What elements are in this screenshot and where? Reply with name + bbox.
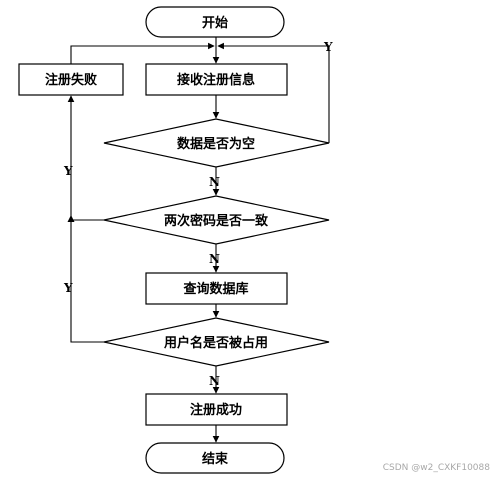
- check-password-diamond: [103, 195, 330, 245]
- end-terminator: [145, 442, 285, 474]
- edge-label-empty-no: N: [209, 175, 220, 189]
- check-username-diamond: [103, 317, 330, 367]
- edge-label-username-no: N: [209, 374, 220, 388]
- edge-fail-loop: [70, 42, 215, 64]
- start-terminator: [145, 6, 285, 38]
- edge-username-yes: [70, 220, 104, 343]
- edge-empty-yes-loop: [217, 42, 330, 143]
- receive-label: 接收注册信息: [177, 72, 255, 88]
- edge-label-password-no: N: [209, 252, 220, 266]
- edge-label-password-yes: Y: [63, 164, 73, 178]
- check-password-label: 两次密码是否一致: [164, 213, 269, 229]
- end-label: 结束: [202, 451, 229, 467]
- edge-password-yes: [67, 95, 104, 221]
- receive-info-box: [145, 63, 288, 96]
- check-empty-label: 数据是否为空: [177, 136, 255, 152]
- query-db-label: 查询数据库: [182, 281, 248, 297]
- success-label: 注册成功: [190, 402, 242, 418]
- watermark-text: CSDN @w2_CXKF10088: [383, 463, 491, 473]
- start-label: 开始: [202, 15, 228, 31]
- edge-label-empty-yes: Y: [323, 40, 333, 54]
- fail-label: 注册失败: [45, 72, 97, 88]
- edge-junction-arrow: [67, 215, 75, 222]
- query-db-box: [145, 272, 288, 305]
- edge-label-username-yes: Y: [63, 281, 73, 295]
- check-username-label: 用户名是否被占用: [163, 335, 268, 351]
